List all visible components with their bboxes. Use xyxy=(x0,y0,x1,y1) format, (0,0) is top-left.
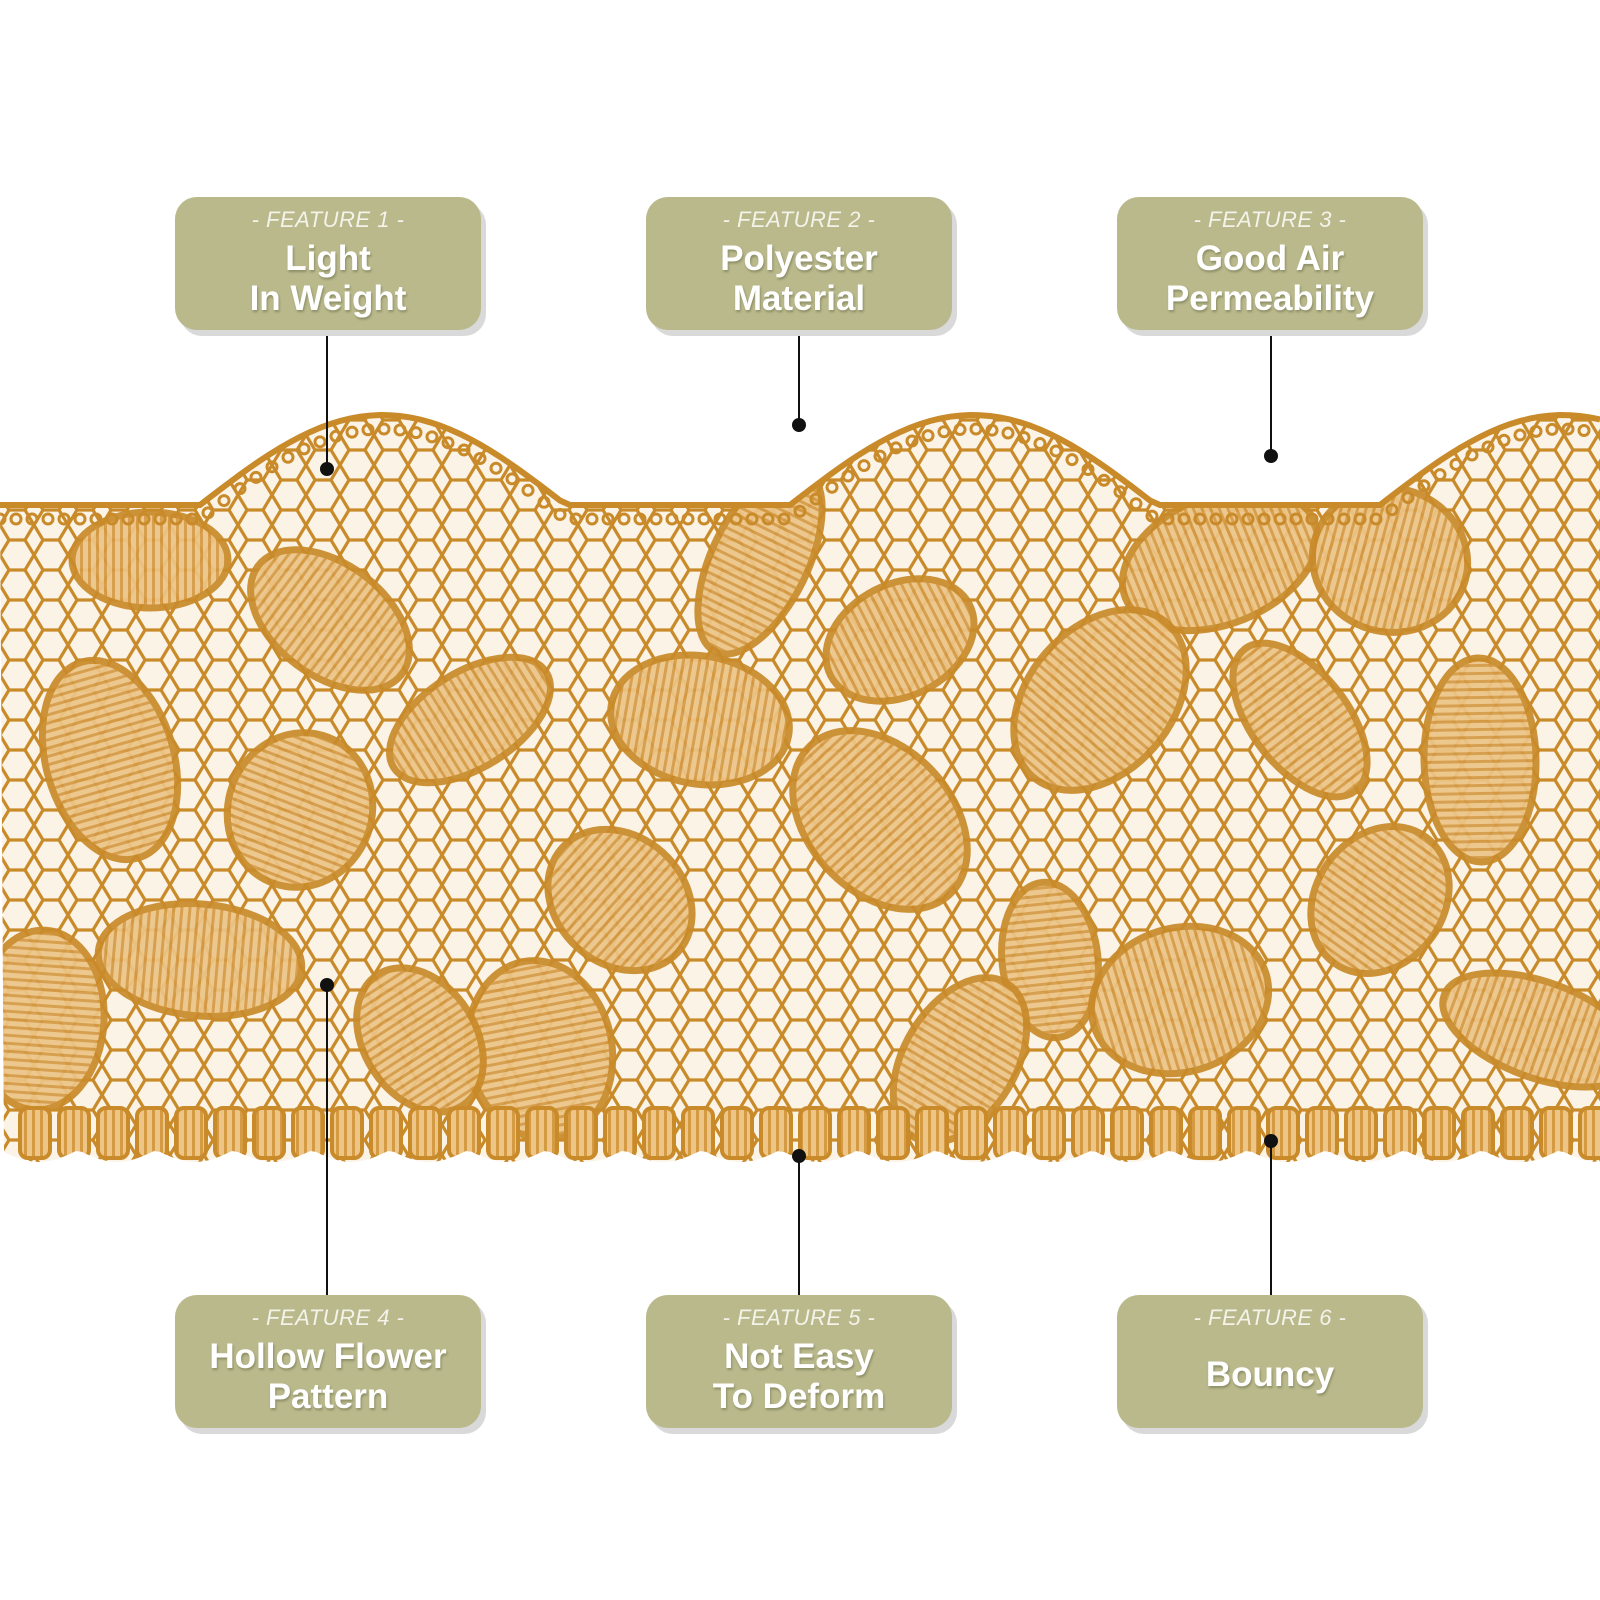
leader-dot-2 xyxy=(792,418,806,432)
feature-kicker-3: - FEATURE 3 - xyxy=(1193,207,1347,232)
leader-dot-4 xyxy=(320,978,334,992)
feature-kicker-1: - FEATURE 1 - xyxy=(251,207,405,232)
feature-kicker-5: - FEATURE 5 - xyxy=(722,1305,876,1330)
callout-leaders xyxy=(320,333,1278,1295)
leader-dot-5 xyxy=(792,1149,806,1163)
lace-body xyxy=(0,411,1600,1162)
leader-dot-6 xyxy=(1264,1134,1278,1148)
feature-badge-5: - FEATURE 5 - Not Easy To Deform xyxy=(646,1295,952,1428)
feature-badge-4: - FEATURE 4 - Hollow Flower Pattern xyxy=(175,1295,481,1428)
feature-badge-3: - FEATURE 3 - Good Air Permeability xyxy=(1117,197,1423,330)
feature-kicker-4: - FEATURE 4 - xyxy=(251,1305,405,1330)
feature-title-5: Not Easy To Deform xyxy=(712,1337,886,1416)
leader-dot-1 xyxy=(320,462,334,476)
feature-kicker-6: - FEATURE 6 - xyxy=(1193,1305,1347,1330)
feature-title-4: Hollow Flower Pattern xyxy=(209,1337,447,1416)
feature-badge-2: - FEATURE 2 - Polyester Material xyxy=(646,197,952,330)
feature-title-2: Polyester Material xyxy=(720,239,878,318)
feature-badge-6: - FEATURE 6 - Bouncy xyxy=(1117,1295,1423,1428)
feature-title-3: Good Air Permeability xyxy=(1165,239,1375,318)
feature-title-1: Light In Weight xyxy=(249,239,407,318)
feature-kicker-2: - FEATURE 2 - xyxy=(722,207,876,232)
leader-dot-3 xyxy=(1264,449,1278,463)
feature-title-6: Bouncy xyxy=(1205,1355,1335,1394)
feature-badge-1: - FEATURE 1 - Light In Weight xyxy=(175,197,481,330)
